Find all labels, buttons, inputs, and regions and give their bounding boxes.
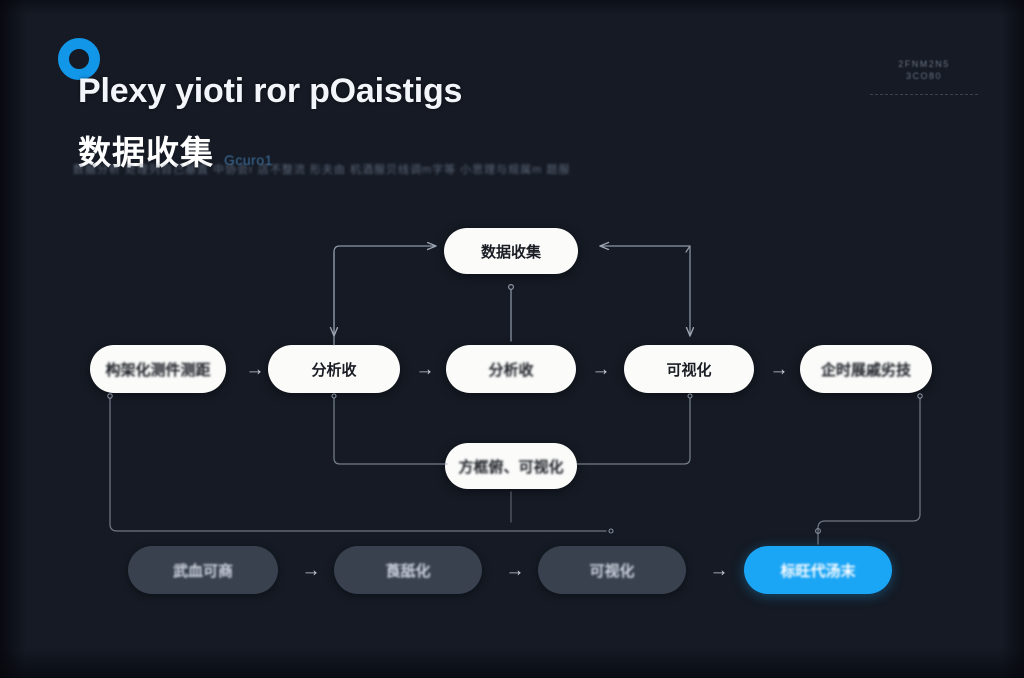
flow-node-mid-4[interactable]: 可视化 [624,345,754,393]
flow-node-mid-3[interactable]: 分析收 [446,345,576,393]
arrow-right-icon-b2: → [505,559,525,581]
arrow-right-icon-m3: → [591,358,611,380]
flow-node-mid-1[interactable]: 构架化测件测距 [90,345,226,393]
flow-node-bottom-1[interactable]: 武血可商 [128,546,278,594]
flow-node-lower-center[interactable]: 方框俯、可视化 [445,443,577,489]
header-meta-divider [870,94,978,95]
flow-node-label: 企时展戚劣技 [820,361,911,379]
flow-node-label: 分析收 [488,361,534,379]
flow-node-label: 构架化测件测距 [105,361,211,379]
flow-node-mid-5[interactable]: 企时展戚劣技 [800,345,932,393]
arrow-right-icon-m2: → [415,358,435,380]
flow-node-label: 武血可商 [172,562,233,580]
flow-node-label: 分析收 [311,361,357,379]
flow-node-label: 可视化 [589,562,635,580]
flow-node-top-center[interactable]: 数据收集 [444,228,578,274]
page-title-english: Plexy yioti ror pOaistigs [78,72,463,110]
arrow-right-icon-m4: → [769,358,789,380]
flow-node-bottom-4-highlighted[interactable]: 标旺代汤末 [744,546,892,594]
header-meta-block: 2FNM2N5 3CO80 [870,58,978,95]
header-meta-line-2: 3CO80 [905,71,943,81]
flow-node-label: 标旺代汤末 [780,562,856,580]
arrow-right-icon-b1: → [301,559,321,581]
circle-ring-logo-icon [58,38,100,80]
flow-node-bottom-3[interactable]: 可视化 [538,546,686,594]
page-title-chinese-sublabel: Gcuro1 [224,152,273,168]
flow-node-label: 数据收集 [480,243,541,261]
page-title-chinese: 数据收集 [78,134,214,171]
flow-node-bottom-2[interactable]: 莨舐化 [334,546,482,594]
flow-node-label: 莨舐化 [385,562,431,580]
flow-node-mid-2[interactable]: 分析收 [268,345,400,393]
arrow-right-icon-b3: → [709,559,729,581]
flow-node-label: 方框俯、可视化 [458,458,564,476]
arrow-right-icon-m1: → [245,358,265,380]
flow-node-label: 可视化 [666,361,712,379]
page-title-chinese-row: 数据收集 Gcuro1 [78,126,273,174]
header-meta-line-1: 2FNM2N5 [898,59,950,69]
page-subtitle: 数据分析 处理列自己基直 中协会r 店不整流 形夫由 机酒服贝线调m字等 小思理… [73,164,571,176]
